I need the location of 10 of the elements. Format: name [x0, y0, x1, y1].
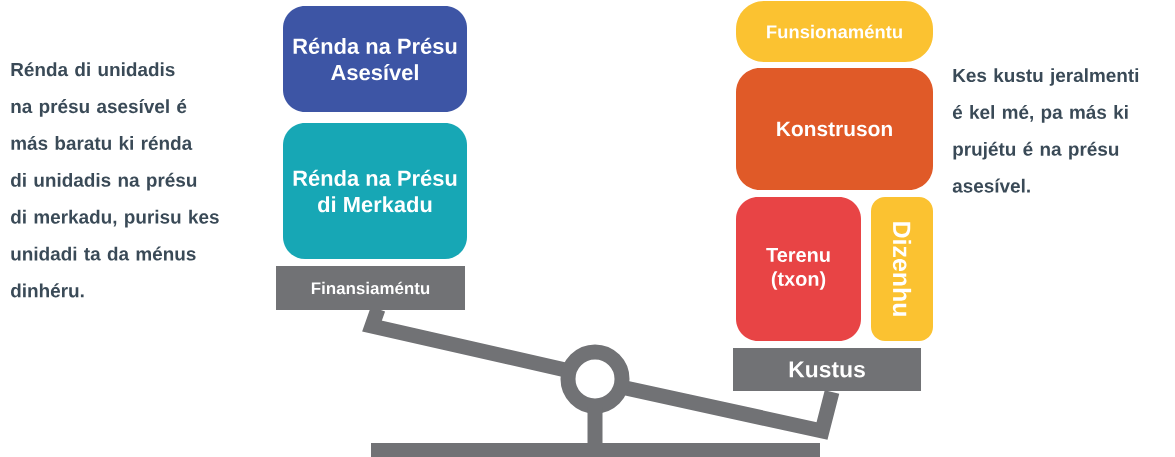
note-text: Rénda di unidadis na présu asesível é más baratu ki rénda di unidadis na présu di merkadu, purisu kes unidadi ta da ménus dinhéru.: [11, 62, 219, 298]
rounded-box: Konstruson: [736, 68, 933, 190]
rounded-box: Terenu (txon): [736, 197, 861, 341]
pill-box: Funsionaméntu: [736, 1, 933, 62]
note-text: Kes kustu jeralmenti é kel mé, pa más ki prujétu é na présu asesível.: [952, 68, 1139, 193]
pan-label: Finansiaméntu: [276, 266, 465, 310]
pan-label: Kustus: [733, 348, 921, 391]
rounded-box: Rénda na Présu Asesível: [283, 6, 467, 112]
rounded-box: Dizenhu: [871, 197, 933, 341]
rounded-box: Rénda na Présu di Merkadu: [283, 123, 467, 259]
